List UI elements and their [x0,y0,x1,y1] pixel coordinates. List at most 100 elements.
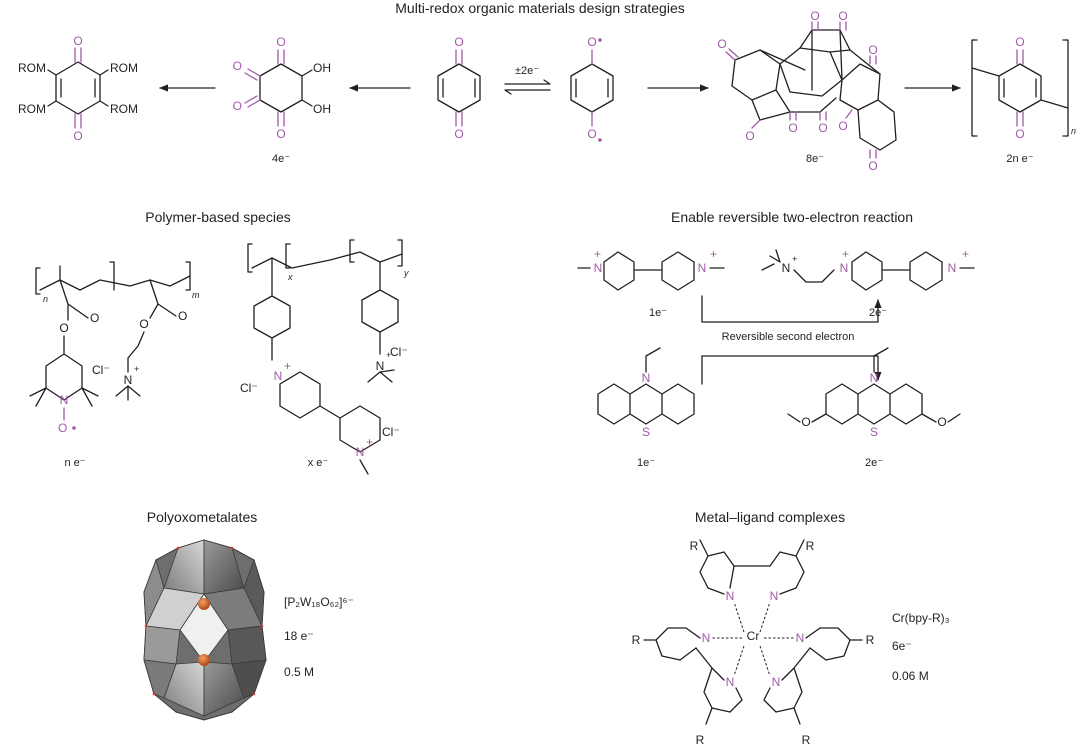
pom-concentration: 0.5 M [284,665,314,679]
r-substituent: R [632,633,641,647]
svg-text:O: O [1015,127,1024,141]
ammonium-viologen: N + N + N + [761,247,975,291]
electron-count-n: n e⁻ [64,457,85,469]
svg-text:O: O [587,35,596,49]
svg-text:+: + [594,247,601,261]
chloride-label: Cl⁻ [390,345,408,359]
complex-concentration: 0.06 M [892,669,929,683]
sub-x: x [287,272,293,282]
svg-text:N: N [840,261,849,275]
svg-text:+: + [842,247,849,261]
r-substituent: R [866,633,875,647]
svg-text:N: N [642,371,651,385]
metal-center: Cr [747,629,760,643]
reversible-caption: Reversible second electron [722,331,855,343]
svg-text:S: S [642,425,650,439]
svg-text:O: O [937,415,946,429]
viologen-arrow [701,295,882,323]
svg-text:N: N [726,589,735,603]
svg-text:O: O [139,317,148,331]
svg-text:O: O [801,415,810,429]
title-polymer-species: Polymer-based species [145,209,291,225]
svg-text:N: N [124,373,133,387]
tetra-rom-quinone: O O ROM ROM ROM ROM [18,34,138,143]
sub-n: n [43,294,48,304]
phenothiazine-electrons-1: 1e⁻ [637,457,655,469]
svg-text:O: O [717,37,726,51]
viologen-polymer: N + N + Cl⁻ Cl⁻ N + Cl⁻ x y [240,239,409,475]
r-substituent: R [802,733,811,747]
svg-text:O: O [58,421,67,435]
electron-count-2n: 2n e⁻ [1006,153,1033,165]
svg-text:O: O [868,43,877,57]
rom-label: ROM [110,102,138,116]
svg-text:N: N [698,261,707,275]
electron-count-8: 8e⁻ [806,153,824,165]
r-substituent: R [806,539,815,553]
chromium-bipyridine-complex: Cr N N R R N N R R N N R R [632,539,875,747]
svg-text:N: N [948,261,957,275]
svg-text:O: O [454,127,463,141]
svg-text:O: O [810,9,819,23]
sub-m: m [192,290,200,300]
svg-text:N: N [60,393,69,407]
title-design-strategies: Multi-redox organic materials design str… [395,0,684,16]
pom-electrons: 18 e⁻ [284,629,314,643]
title-reversible-reaction: Enable reversible two-electron reaction [671,209,913,225]
oh-label: OH [313,61,331,75]
repeat-n: n [1071,126,1076,136]
rom-label: ROM [18,102,46,116]
svg-text:+: + [792,254,797,264]
chloride-label: Cl⁻ [92,363,110,377]
chloride-label: Cl⁻ [382,425,400,439]
svg-text:N: N [796,631,805,645]
benzoquinone: O O [437,35,481,141]
svg-text:O: O [233,59,242,73]
title-polyoxometalates: Polyoxometalates [147,509,258,525]
electron-count-4: 4e⁻ [272,153,290,165]
svg-text:O: O [59,321,68,335]
svg-text:O: O [818,121,827,135]
complex-formula: Cr(bpy-R)₃ [892,611,950,625]
polyoxometalate-structure [143,539,267,721]
quinone-cage: O O O O O O O O O [717,9,897,173]
svg-text:O: O [73,34,82,48]
sub-y: y [403,268,409,278]
complex-electrons: 6e⁻ [892,639,912,653]
svg-text:N: N [356,445,365,459]
svg-text:O: O [838,119,847,133]
pom-formula: [P₂W₁₈O₆₂]⁶⁻ [284,595,354,609]
svg-text:O: O [90,311,99,325]
redox-equilibrium: ±2e⁻ [504,65,551,95]
ethyl-phenothiazine: N S [597,347,695,439]
r-substituent: R [696,733,705,747]
quinone-diradical: O O [570,35,614,142]
svg-text:O: O [838,9,847,23]
svg-text:O: O [454,35,463,49]
svg-text:N: N [376,359,385,373]
tempo-polymer: O O N O O O N + Cl⁻ n m [29,261,200,435]
svg-text:+: + [284,359,291,373]
svg-text:+: + [134,364,139,374]
svg-text:O: O [178,309,187,323]
svg-text:N: N [772,675,781,689]
svg-text:N: N [274,369,283,383]
oh-label: OH [313,102,331,116]
svg-text:O: O [233,99,242,113]
dimethoxy-phenothiazine: N S O O [787,347,961,439]
phenothiazine-arrow [701,355,882,385]
svg-text:+: + [710,247,717,261]
chloride-label: Cl⁻ [240,381,258,395]
svg-text:O: O [587,127,596,141]
rom-label: ROM [110,61,138,75]
svg-text:N: N [870,371,879,385]
svg-text:+: + [962,247,969,261]
svg-text:O: O [745,129,754,143]
svg-text:N: N [782,261,791,275]
svg-text:O: O [788,121,797,135]
svg-text:+: + [386,350,391,360]
svg-text:+: + [366,435,373,449]
svg-text:O: O [276,127,285,141]
redox-label: ±2e⁻ [515,65,539,77]
